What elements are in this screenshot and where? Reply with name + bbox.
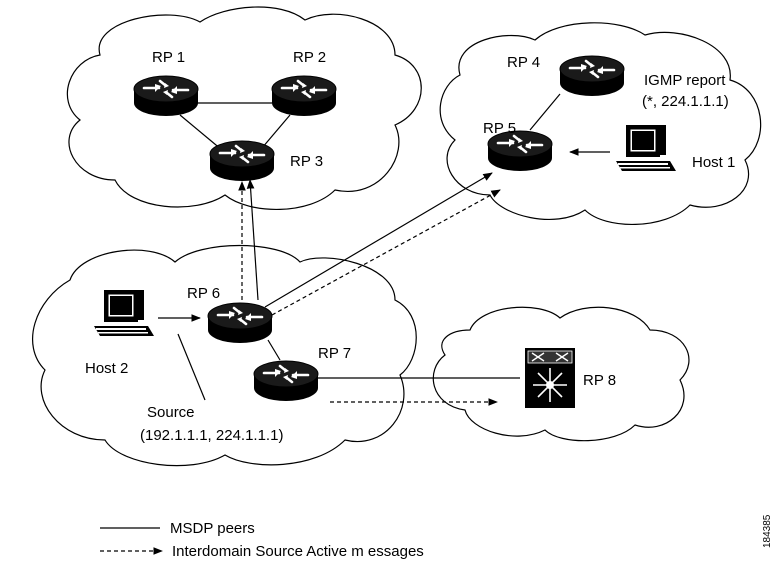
cloud-domain-d (432, 306, 690, 442)
label-rp1: RP 1 (152, 49, 185, 66)
figure-id: 184385 (762, 514, 773, 548)
label-rp5: RP 5 (483, 120, 516, 137)
label-host1: Host 1 (692, 154, 735, 171)
computer-host1-icon (615, 124, 677, 172)
label-rp6: RP 6 (187, 285, 220, 302)
router-rp4-icon (558, 54, 626, 98)
link-rp2-rp3 (261, 114, 291, 149)
router-rp1-icon (132, 74, 200, 118)
router-rp3-icon (208, 139, 276, 183)
cloud-domain-a (66, 6, 422, 210)
legend: MSDP peers Interdomain Source Active m e… (100, 520, 424, 560)
link-rp1-rp3 (179, 114, 223, 151)
label-rp3: RP 3 (290, 153, 323, 170)
link-rp6-rp3 (246, 179, 259, 301)
label-host2: Host 2 (85, 360, 128, 377)
label-source: Source (147, 404, 195, 421)
label-rp4: RP 4 (507, 54, 540, 71)
label-source-pair: (192.1.1.1, 224.1.1.1) (140, 427, 283, 444)
link-rp4-rp5 (529, 93, 561, 131)
sa-message-paths (238, 181, 501, 406)
source-leader-line (177, 333, 206, 401)
router-rp5-icon (486, 129, 554, 173)
legend-sa-messages: Interdomain Source Active m essages (172, 543, 424, 560)
switch-rp8-icon (525, 348, 575, 408)
legend-msdp-peers: MSDP peers (170, 520, 255, 537)
cloud-domain-c (31, 244, 417, 467)
label-rp8: RP 8 (583, 372, 616, 389)
label-igmp-group: (*, 224.1.1.1) (642, 93, 729, 110)
cloud-domain-b (439, 22, 762, 225)
msdp-peer-links (158, 93, 610, 401)
computer-host2-icon (93, 289, 155, 337)
sa-rp6-rp5 (271, 189, 501, 316)
router-rp2-icon (270, 74, 338, 118)
label-igmp-report: IGMP report (644, 72, 726, 89)
link-rp6-rp5 (264, 172, 493, 308)
router-rp7-icon (252, 359, 320, 403)
link-rp6-rp7 (267, 339, 281, 361)
label-rp7: RP 7 (318, 345, 351, 362)
router-rp6-icon (206, 301, 274, 345)
label-rp2: RP 2 (293, 49, 326, 66)
